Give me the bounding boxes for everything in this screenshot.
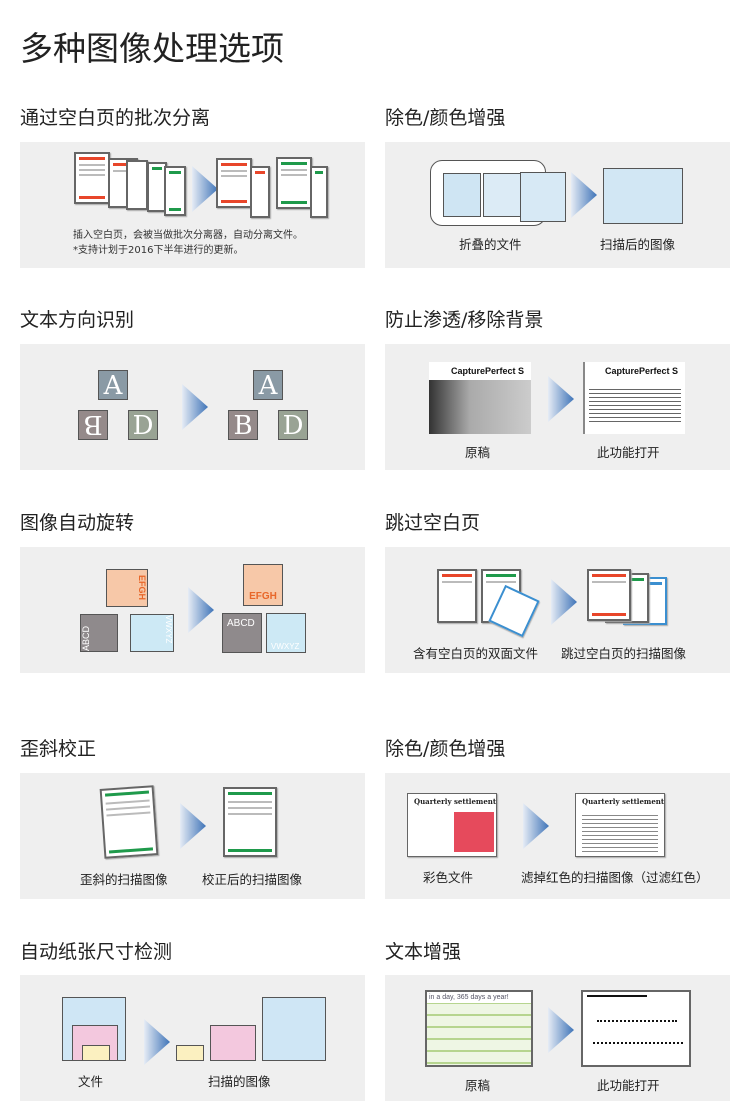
document-red: [437, 569, 477, 623]
section-heading: 文本增强: [385, 941, 462, 963]
tile-b: B: [78, 409, 108, 440]
document-title: Quarterly settlement: [414, 797, 497, 806]
feature-panel-skip-blank: 含有空白页的双面文件 跳过空白页的扫描图像: [385, 547, 730, 673]
caption: 此功能打开: [597, 445, 660, 460]
document-green: [276, 157, 312, 209]
color-document: Quarterly settlement: [407, 793, 497, 857]
rotated-image: EFGH: [106, 569, 148, 607]
corrected-document: [223, 787, 277, 857]
processed-document: CapturePerfect S: [583, 362, 685, 434]
document-title: in a day, 365 days a year!: [427, 992, 531, 1003]
caption: 扫描后的图像: [600, 237, 676, 252]
scanned-large: [262, 997, 326, 1061]
feature-panel-color-dropout-red: Quarterly settlement Quarterly settlemen…: [385, 773, 730, 899]
corrected-image: EFGH: [243, 564, 283, 606]
map-image: [520, 172, 566, 222]
blank-page: [126, 160, 148, 210]
arrow-icon: [192, 166, 218, 212]
section-heading: 除色/颜色增强: [385, 738, 506, 760]
arrow-icon: [548, 1007, 574, 1053]
arrow-icon: [571, 172, 597, 218]
scanned-map-image: [603, 168, 683, 224]
caption: 扫描的图像: [208, 1074, 271, 1089]
map-image: [483, 173, 521, 217]
arrow-icon: [551, 579, 577, 625]
page-title: 多种图像处理选项: [20, 29, 284, 68]
document-red: [250, 166, 270, 218]
tile-b: B: [228, 410, 258, 441]
map-image: [443, 173, 481, 217]
original-document: CapturePerfect S: [429, 362, 531, 434]
arrow-icon: [144, 1019, 170, 1065]
caption: 跳过空白页的扫描图像: [561, 646, 687, 661]
section-heading: 除色/颜色增强: [385, 107, 506, 129]
caption: 原稿: [465, 1078, 491, 1093]
filtered-document: Quarterly settlement: [575, 793, 665, 857]
rotated-image: VWXYZ: [130, 614, 174, 652]
paper-small: [82, 1045, 110, 1061]
section-heading: 图像自动旋转: [20, 512, 135, 534]
document-title: CapturePerfect S: [605, 366, 679, 376]
scanned-medium: [210, 1025, 256, 1061]
section-heading: 跳过空白页: [385, 512, 481, 534]
feature-panel-auto-rotation: EFGH ABCD VWXYZ EFGH ABCD VWXYZ: [20, 547, 365, 673]
skewed-document: [99, 785, 159, 859]
document-red: [216, 158, 252, 208]
feature-panel-color-dropout: 折叠的文件 扫描后的图像: [385, 142, 730, 268]
note-text: 插入空白页，会被当做批次分离器，自动分离文件。: [73, 230, 303, 241]
caption: 彩色文件: [423, 870, 474, 885]
caption: 滤掉红色的扫描图像（过滤红色）: [521, 870, 709, 885]
tile-a: A: [98, 370, 128, 401]
rotated-image: ABCD: [80, 614, 118, 652]
caption: 文件: [78, 1074, 104, 1089]
arrow-icon: [523, 803, 549, 849]
feature-panel-deskew: 歪斜的扫描图像 校正后的扫描图像: [20, 773, 365, 899]
arrow-icon: [548, 376, 574, 422]
feature-panel-batch-separation: 插入空白页，会被当做批次分离器，自动分离文件。 *支持计划于2016下半年进行的…: [20, 142, 365, 268]
tile-d: D: [278, 410, 308, 441]
original-form: in a day, 365 days a year!: [425, 990, 533, 1067]
caption: 含有空白页的双面文件: [413, 646, 539, 661]
caption: 校正后的扫描图像: [202, 872, 303, 887]
note-text: *支持计划于2016下半年进行的更新。: [73, 245, 244, 256]
section-heading: 通过空白页的批次分离: [20, 107, 211, 129]
scanned-small: [176, 1045, 204, 1061]
arrow-icon: [182, 384, 208, 430]
document-title: CapturePerfect S: [429, 362, 531, 380]
feature-panel-bleed-through: CapturePerfect S CapturePerfect S 原稿 此功能…: [385, 344, 730, 470]
tile-a: A: [253, 370, 283, 401]
document-red: [587, 569, 631, 621]
tile-d: D: [128, 410, 158, 441]
feature-panel-paper-size: 文件 扫描的图像: [20, 975, 365, 1101]
arrow-icon: [188, 587, 214, 633]
document-green: [310, 166, 328, 218]
corrected-image: ABCD: [222, 613, 262, 653]
section-heading: 防止渗透/移除背景: [385, 309, 544, 331]
caption: 折叠的文件: [459, 237, 522, 252]
caption: 歪斜的扫描图像: [80, 872, 168, 887]
section-heading: 歪斜校正: [20, 738, 97, 760]
feature-panel-text-enhancement: in a day, 365 days a year! 原稿 此功能打开: [385, 975, 730, 1101]
document-title: Quarterly settlement: [582, 797, 665, 806]
caption: 此功能打开: [597, 1078, 660, 1093]
caption: 原稿: [465, 445, 491, 460]
document-green: [164, 166, 186, 216]
document-red: [74, 152, 110, 204]
section-heading: 文本方向识别: [20, 309, 135, 331]
corrected-image: VWXYZ: [266, 613, 306, 653]
enhanced-form: [581, 990, 691, 1067]
arrow-icon: [180, 803, 206, 849]
feature-panel-orientation: A B D A B D: [20, 344, 365, 470]
section-heading: 自动纸张尺寸检测: [20, 941, 173, 963]
